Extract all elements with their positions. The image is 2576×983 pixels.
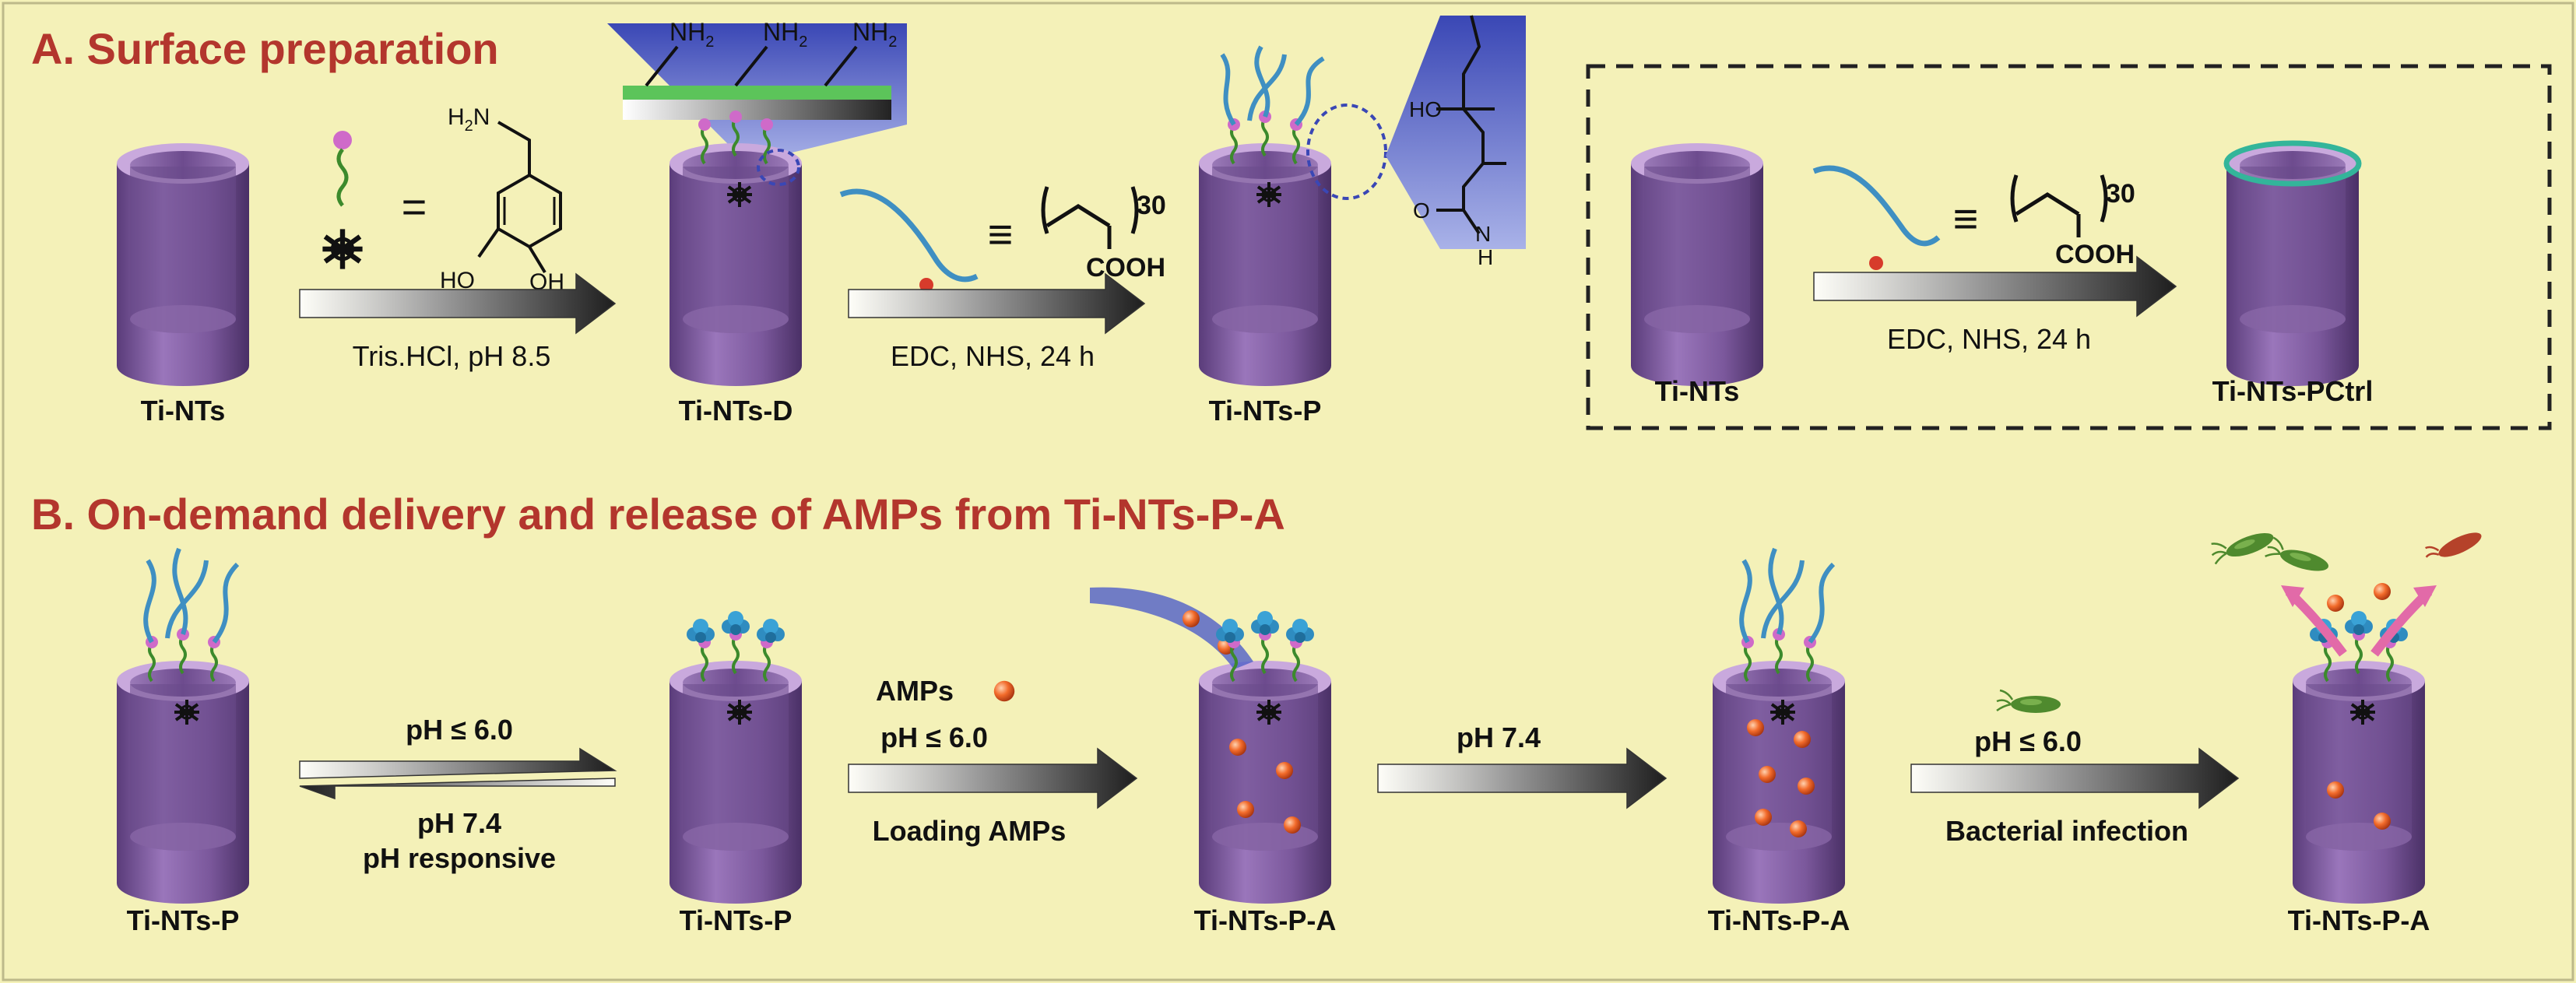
panel-b-heading: B. On-demand delivery and release of AMP…	[31, 490, 1285, 539]
tube-ti-nts-p	[1199, 143, 1331, 386]
arrow-forward-b1	[299, 747, 617, 779]
arrow-loading	[848, 747, 1138, 809]
arrow-b4-bottom: Bacterial infection	[1945, 815, 2188, 847]
arrow-b4-top: pH ≤ 6.0	[1974, 725, 2082, 757]
arrow-step2-label: EDC, NHS, 24 h	[891, 340, 1095, 372]
control-box	[1586, 64, 2552, 430]
arrow-b1-top: pH ≤ 6.0	[406, 714, 513, 746]
pctrl-coating-ring	[2223, 140, 2362, 187]
polymer-structure-inset: HO O N H	[1386, 15, 1526, 269]
release-arrows	[2281, 585, 2437, 657]
arrow-b2-bottom: Loading AMPs	[873, 815, 1067, 847]
arrow-step1-label: Tris.HCl, pH 8.5	[353, 340, 551, 372]
tube-b3	[1199, 661, 1331, 904]
arrow-step1	[299, 272, 617, 335]
chem-cooh-1: COOH	[1086, 253, 1165, 283]
arrow-neutral	[1377, 747, 1668, 809]
arrow-reverse-b1	[299, 778, 616, 800]
zoom-circle-p	[1306, 104, 1387, 200]
chem-inset-ho: HO	[1409, 97, 1442, 121]
polymer-brushes-p	[1220, 45, 1325, 209]
arrow-step3-label: EDC, NHS, 24 h	[1887, 323, 2091, 355]
label-b4: Ti-NTs-P-A	[1708, 904, 1850, 936]
panel-a-heading: A. Surface preparation	[31, 24, 499, 73]
polymer-chain-icon	[839, 188, 979, 292]
label-b1: Ti-NTs-P	[127, 904, 240, 936]
label-ti-nts-pctrl: Ti-NTs-PCtrl	[2212, 375, 2374, 407]
bacteria-cluster	[2207, 521, 2482, 577]
paa-structure-1: 30 COOH	[1041, 186, 1166, 283]
arrow-b1-bottom1: pH 7.4	[417, 807, 501, 839]
label-ti-nts-p: Ti-NTs-P	[1209, 395, 1322, 427]
arrow-infection	[1910, 747, 2240, 809]
dopamine-anchor-icon	[322, 131, 362, 269]
polymer-chain-icon-2	[1812, 165, 1941, 270]
arrow-b3-top: pH 7.4	[1457, 721, 1541, 753]
zoom-circle-d	[757, 149, 800, 186]
tube-b1	[117, 661, 249, 904]
chem-h2n: H2N	[448, 104, 490, 135]
label-b5: Ti-NTs-P-A	[2288, 904, 2430, 936]
tube-b4	[1713, 661, 1845, 904]
arrow-b1-bottom2: pH responsive	[363, 842, 556, 874]
label-ti-nts-control: Ti-NTs	[1655, 375, 1740, 407]
arrow-b2-top1: AMPs	[876, 675, 954, 707]
brushes-b1	[143, 547, 240, 726]
tube-ti-nts-d	[669, 143, 802, 386]
tube-ti-nts-control	[1631, 143, 1763, 386]
equals-sign: =	[402, 182, 427, 231]
label-ti-nts: Ti-NTs	[141, 395, 226, 427]
amine-surface-inset: NH2 NH2 NH2	[607, 18, 907, 163]
equiv-sign-2: ≡	[1953, 194, 1979, 243]
chem-n30-1: 30	[1137, 191, 1166, 220]
amp-icon	[993, 680, 1015, 702]
label-b3: Ti-NTs-P-A	[1194, 904, 1337, 936]
loading-stream	[1090, 587, 1253, 669]
chem-n30-2: 30	[2106, 179, 2135, 209]
paa-structure-2: 30 COOH	[2010, 174, 2135, 269]
equiv-sign-1: ≡	[988, 209, 1014, 258]
label-ti-nts-d: Ti-NTs-D	[679, 395, 793, 427]
chem-nh2-2: NH2	[763, 18, 807, 51]
tube-b2	[669, 661, 802, 904]
brushes-b4	[1739, 547, 1836, 726]
arrow-step3	[1813, 255, 2177, 318]
chem-nh2-3: NH2	[852, 18, 897, 51]
chem-inset-o: O	[1413, 198, 1430, 223]
arrow-step2	[848, 272, 1146, 335]
chem-inset-h: H	[1478, 245, 1493, 269]
chem-nh2-1: NH2	[669, 18, 714, 51]
arrow-b2-top2: pH ≤ 6.0	[880, 721, 988, 753]
chem-cooh-2: COOH	[2055, 240, 2135, 269]
tube-ti-nts	[117, 143, 249, 386]
label-b2: Ti-NTs-P	[680, 904, 792, 936]
tube-b5	[2293, 661, 2425, 904]
chem-inset-n: N	[1475, 222, 1491, 246]
